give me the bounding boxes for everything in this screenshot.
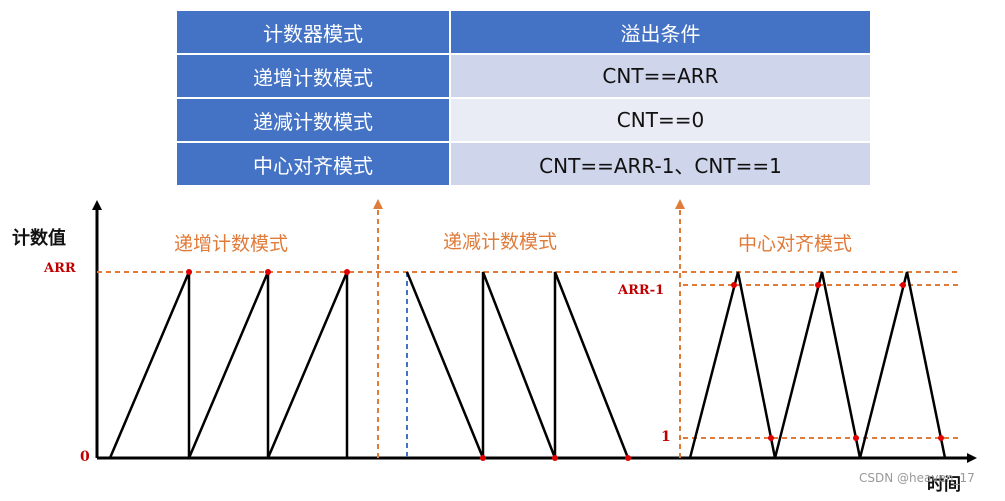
overflow-point bbox=[552, 455, 558, 461]
row-mode-cell: 中心对齐模式 bbox=[175, 141, 451, 187]
row-condition-cell: CNT==0 bbox=[449, 97, 872, 143]
up-count-waveform bbox=[108, 271, 349, 459]
watermark-text: CSDN @heaven_17 bbox=[859, 471, 975, 485]
down-count-waveform bbox=[405, 271, 630, 459]
center-aligned-waveform bbox=[688, 271, 947, 459]
table-row: 递增计数模式 CNT==ARR bbox=[175, 53, 872, 99]
overflow-point bbox=[625, 455, 631, 461]
overflow-point bbox=[815, 282, 821, 288]
overflow-point bbox=[768, 435, 774, 441]
overflow-points bbox=[186, 269, 944, 461]
y-axis-label: 计数值 bbox=[12, 228, 66, 249]
overflow-point bbox=[853, 435, 859, 441]
row-mode-cell: 递减计数模式 bbox=[175, 97, 451, 143]
mode-label-center: 中心对齐模式 bbox=[738, 233, 853, 255]
overflow-point bbox=[938, 435, 944, 441]
overflow-point bbox=[265, 269, 271, 275]
overflow-point bbox=[900, 282, 906, 288]
table-header-row: 计数器模式 溢出条件 bbox=[175, 9, 872, 55]
arr-minus-1-label: ARR-1 bbox=[618, 283, 665, 298]
overflow-condition-table: 计数器模式 溢出条件 递增计数模式 CNT==ARR 递减计数模式 CNT==0… bbox=[175, 9, 872, 187]
table-row: 中心对齐模式 CNT==ARR-1、CNT==1 bbox=[175, 141, 872, 187]
header-overflow-condition: 溢出条件 bbox=[449, 9, 872, 55]
overflow-point bbox=[480, 455, 486, 461]
row-condition-cell: CNT==ARR bbox=[449, 53, 872, 99]
one-label: 1 bbox=[661, 429, 671, 445]
row-condition-cell: CNT==ARR-1、CNT==1 bbox=[449, 141, 872, 187]
overflow-point bbox=[186, 269, 192, 275]
header-counter-mode: 计数器模式 bbox=[175, 9, 451, 55]
overflow-point bbox=[344, 269, 350, 275]
period-markers bbox=[188, 272, 556, 458]
table-row: 递减计数模式 CNT==0 bbox=[175, 97, 872, 143]
zero-label: 0 bbox=[80, 449, 90, 465]
overflow-point bbox=[731, 282, 737, 288]
mode-label-down: 递减计数模式 bbox=[443, 231, 558, 253]
arr-label: ARR bbox=[44, 261, 76, 276]
row-mode-cell: 递增计数模式 bbox=[175, 53, 451, 99]
mode-label-up: 递增计数模式 bbox=[174, 233, 289, 255]
x-axis-label: 时间 bbox=[927, 475, 961, 495]
